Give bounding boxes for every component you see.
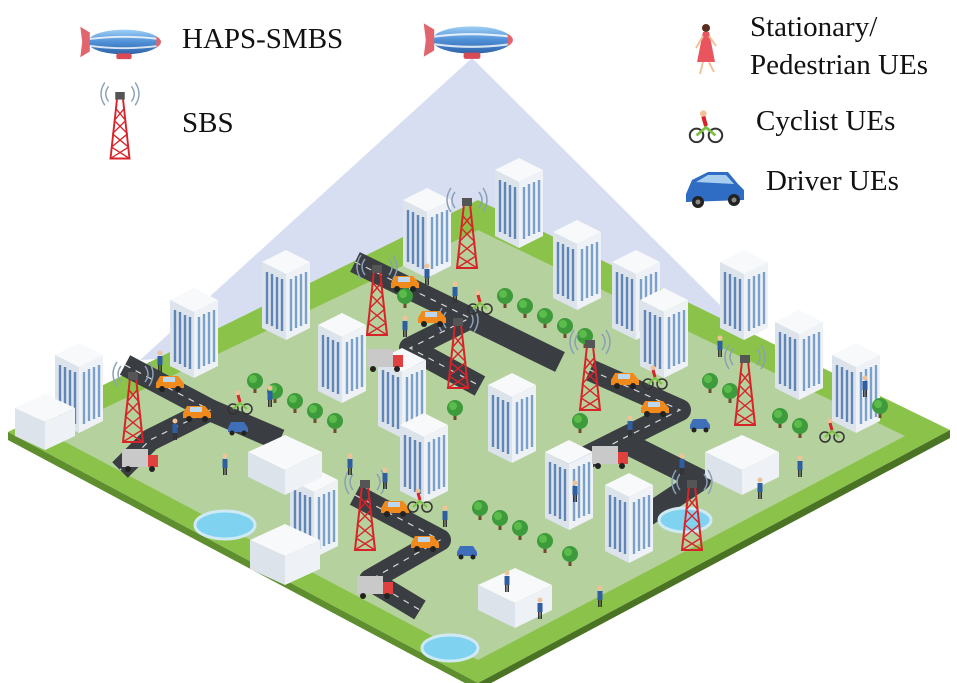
pond bbox=[420, 633, 480, 663]
legend-sbs-label: SBS bbox=[182, 107, 234, 139]
car-icon bbox=[686, 172, 744, 208]
legend-haps-label: HAPS-SMBS bbox=[182, 23, 344, 55]
legend-driver-label: Driver UEs bbox=[766, 165, 899, 197]
cell-tower-icon bbox=[100, 81, 140, 160]
legend-pedestrian-label-line1: Stationary/ bbox=[750, 11, 878, 43]
cyclist-icon bbox=[690, 110, 722, 142]
vehicles bbox=[122, 276, 710, 599]
haps-blimp bbox=[422, 22, 515, 60]
pond bbox=[193, 509, 257, 541]
low-buildings bbox=[15, 394, 779, 628]
blimp-icon bbox=[79, 25, 163, 61]
legend-pedestrian-label-line2: Pedestrian UEs bbox=[750, 49, 928, 81]
city-base bbox=[8, 200, 950, 683]
legend-cyclist-label: Cyclist UEs bbox=[756, 105, 896, 137]
pedestrian-icon bbox=[695, 24, 717, 75]
